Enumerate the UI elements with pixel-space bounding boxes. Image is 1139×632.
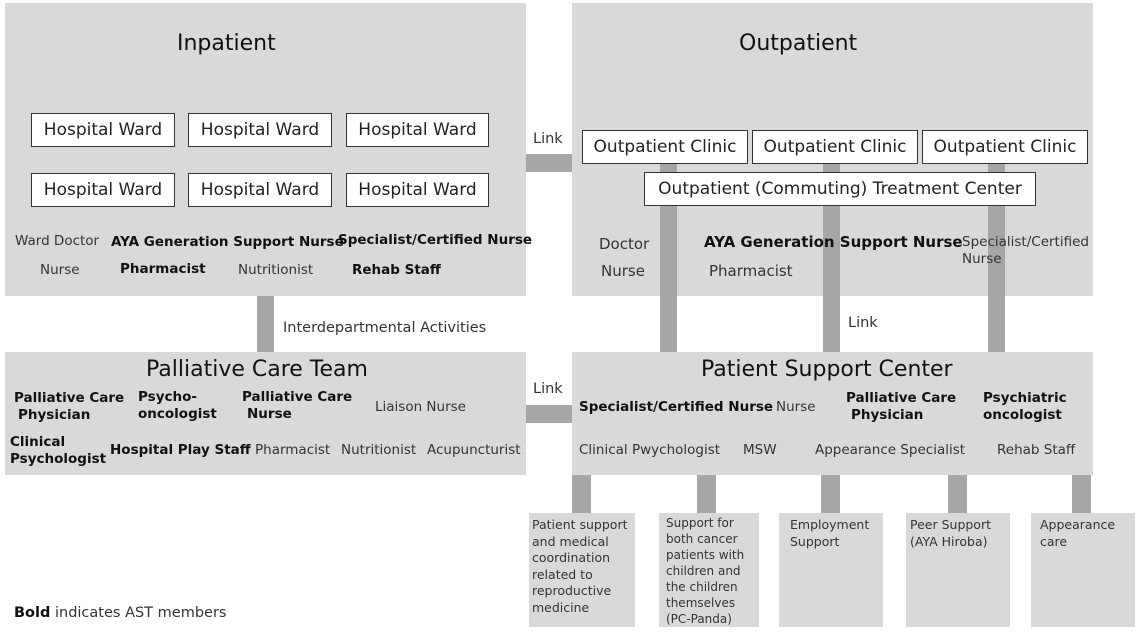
service-line: patients with: [666, 548, 745, 562]
service-box-peer-support: Peer Support (AYA Hiroba): [906, 513, 1010, 627]
staff-label: Doctor: [599, 235, 650, 253]
link-label: Link: [533, 381, 563, 397]
staff-label: Appearance Specialist: [815, 442, 966, 458]
interdepartmental-label: Interdepartmental Activities: [283, 320, 487, 336]
connector-service-3: [821, 475, 840, 513]
service-line: Support for: [666, 516, 734, 530]
staff-label: Pharmacist: [709, 262, 793, 280]
service-line: themselves: [666, 596, 736, 610]
outpatient-clinic-box: Outpatient Clinic: [752, 130, 918, 164]
inpatient-panel: [5, 3, 526, 296]
treatment-center-box: Outpatient (Commuting) Treatment Center: [644, 172, 1036, 206]
hospital-ward-box: Hospital Ward: [31, 173, 175, 207]
palliative-care-panel: [5, 352, 526, 475]
palliative-care-title: Palliative Care Team: [146, 357, 368, 382]
staff-label-ast: AYA Generation Support Nurse: [704, 233, 963, 251]
hospital-ward-box: Hospital Ward: [188, 113, 332, 147]
service-line: Patient support: [532, 517, 628, 532]
staff-label: Pharmacist: [255, 442, 331, 458]
connector-inpatient-palliative: [257, 296, 274, 352]
legend: Bold indicates AST members: [14, 605, 226, 622]
staff-label-ast: Psychiatric: [983, 390, 1067, 406]
staff-label-ast: Psycho-: [138, 389, 197, 405]
connector-service-4: [948, 475, 967, 513]
service-line: (PC-Panda): [666, 612, 732, 626]
link-label: Link: [848, 315, 878, 331]
service-line: Support: [790, 533, 840, 549]
staff-label: Nurse: [40, 262, 80, 278]
service-line: Appearance: [1040, 517, 1116, 532]
service-line: coordination: [532, 550, 611, 565]
staff-label: Ward Doctor: [15, 233, 100, 249]
staff-label-ast: Palliative Care: [846, 390, 957, 406]
inpatient-title: Inpatient: [177, 31, 276, 56]
staff-label: Acupuncturist: [427, 442, 521, 458]
staff-label: Rehab Staff: [997, 442, 1076, 458]
staff-label-ast: Psychologist: [10, 451, 107, 467]
hospital-ward-box: Hospital Ward: [346, 173, 489, 207]
service-box-reproductive: Patient support and medical coordination…: [529, 513, 635, 627]
connector-clinic-3: [988, 164, 1005, 352]
service-line: medicine: [532, 599, 590, 615]
staff-label: Nurse: [776, 399, 816, 415]
staff-label-ast: Physician: [851, 407, 924, 423]
legend-text: indicates AST members: [54, 605, 227, 621]
service-box-pc-panda: Support for both cancer patients with ch…: [659, 513, 759, 627]
hospital-ward-box: Hospital Ward: [188, 173, 332, 207]
staff-label-ast: Specialist/Certified Nurse: [338, 232, 533, 248]
service-line: both cancer: [666, 532, 738, 546]
staff-label: Clinical Pwychologist: [579, 442, 721, 458]
staff-label-ast: Specialist/Certified Nurse: [579, 399, 774, 415]
staff-label-ast: Nurse: [247, 406, 292, 422]
staff-label: Nurse: [962, 251, 1002, 267]
outpatient-title: Outpatient: [739, 31, 858, 56]
outpatient-clinic-box: Outpatient Clinic: [922, 130, 1088, 164]
connector-clinic-2: [823, 164, 840, 352]
staff-label-ast: Hospital Play Staff: [110, 442, 251, 458]
staff-label-ast: Palliative Care: [242, 389, 353, 405]
staff-label-ast: oncologist: [983, 407, 1062, 423]
staff-label: Nurse: [601, 262, 645, 280]
connector-service-5: [1072, 475, 1091, 513]
connector-palliative-support: [526, 405, 572, 423]
service-line: Employment: [790, 517, 870, 532]
service-line: (AYA Hiroba): [910, 533, 988, 549]
service-box-appearance: Appearance care: [1031, 513, 1135, 627]
service-line: reproductive: [532, 583, 612, 598]
staff-label: Liaison Nurse: [375, 399, 466, 415]
connector-clinic-1: [660, 164, 677, 352]
connector-service-2: [697, 475, 716, 513]
hospital-ward-box: Hospital Ward: [346, 113, 489, 147]
staff-label: Specialist/Certified: [962, 234, 1089, 250]
service-line: care: [1040, 533, 1068, 549]
staff-label-ast: AYA Generation Support Nurse: [111, 234, 344, 250]
service-line: children and: [666, 564, 741, 578]
staff-label-ast: Physician: [18, 407, 91, 423]
service-box-employment: Employment Support: [779, 513, 883, 627]
staff-label-ast: Rehab Staff: [352, 262, 441, 278]
outpatient-clinic-box: Outpatient Clinic: [582, 130, 748, 164]
service-line: related to: [532, 566, 593, 582]
staff-label: Nutritionist: [238, 262, 314, 278]
staff-label-ast: Pharmacist: [120, 261, 206, 277]
staff-label-ast: Clinical: [10, 434, 66, 450]
patient-support-center-panel: [572, 352, 1093, 475]
service-line: the children: [666, 580, 738, 594]
connector-inpatient-outpatient: [526, 154, 572, 172]
staff-label-ast: oncologist: [138, 406, 217, 422]
staff-label: Nutritionist: [341, 442, 417, 458]
service-line: and medical: [532, 533, 609, 549]
connector-service-1: [572, 475, 591, 513]
hospital-ward-box: Hospital Ward: [31, 113, 175, 147]
staff-label: MSW: [743, 442, 777, 458]
legend-bold-word: Bold: [14, 605, 51, 621]
staff-label-ast: Palliative Care: [14, 390, 125, 406]
service-line: Peer Support: [910, 517, 991, 532]
patient-support-center-title: Patient Support Center: [701, 357, 953, 382]
link-label: Link: [533, 131, 563, 147]
